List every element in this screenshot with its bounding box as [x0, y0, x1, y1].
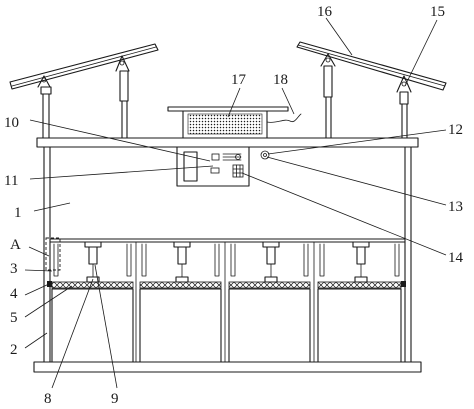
callout-4: 4 [10, 286, 18, 302]
pivot-left-2 [119, 60, 125, 66]
rack-rail-1 [51, 281, 134, 289]
leader-line-3 [24, 269, 53, 272]
leader-line-5 [24, 285, 73, 318]
base-plate [33, 361, 422, 373]
roof-unit [167, 106, 302, 139]
leader-line-9 [94, 264, 118, 389]
post-right-2-lower [401, 103, 408, 139]
compartment-1 [51, 288, 134, 363]
solar-panel-left-edge [11, 46, 157, 87]
callout-16: 18 [273, 72, 288, 88]
leader-line-12 [267, 129, 447, 155]
cylinder-4 [352, 241, 370, 283]
side-hooks [53, 243, 400, 277]
callout-9: 9 [111, 391, 119, 407]
callout-a: A [10, 237, 21, 253]
callout-18: 16 [317, 4, 333, 20]
callout-13: 13 [448, 199, 463, 215]
solar-panel-right-edge [297, 44, 446, 87]
bracket-right-1 [320, 53, 336, 67]
callout-3: 3 [10, 261, 18, 277]
knob-icon [235, 154, 241, 160]
leader-lines [24, 17, 447, 389]
post-left-1-cap [40, 86, 52, 95]
roof-unit-cap [167, 106, 289, 112]
grid-module [232, 164, 244, 178]
panel-door [183, 151, 198, 182]
bracket-left-1 [37, 75, 51, 88]
post-right-1-lower [325, 96, 332, 139]
bracket-left-2 [115, 55, 130, 72]
button-12-icon [260, 150, 270, 160]
rack-rail-4 [317, 281, 402, 289]
cylinder-2 [173, 241, 191, 283]
compartments [45, 237, 406, 363]
detail-a-box [45, 237, 61, 271]
control-panel [176, 146, 270, 187]
solar-panel-right [296, 41, 447, 91]
solar-array-right [296, 41, 447, 139]
leader-line-16 [281, 87, 295, 115]
leader-line-2 [24, 332, 48, 349]
leader-line-1 [33, 202, 71, 212]
leader-line-a [28, 246, 50, 257]
button-12-core [263, 153, 267, 157]
compartment-2 [139, 288, 222, 363]
callout-14: 14 [448, 250, 464, 266]
callout-2: 2 [10, 342, 18, 358]
pivot-right-1 [325, 57, 331, 63]
rail-connector-right [401, 281, 406, 287]
cylinder-3 [262, 241, 280, 283]
roof-unit-body [182, 110, 268, 139]
grid-module-lines [232, 164, 244, 178]
callout-8: 8 [44, 391, 52, 407]
rack-rail-3 [228, 281, 311, 289]
cylinder-1 [84, 241, 102, 283]
callout-labels: 10 11 1 A 3 4 5 2 8 9 17 18 16 15 12 13 … [4, 4, 464, 407]
post-left-2-upper [119, 70, 129, 102]
leader-line-15 [227, 87, 241, 118]
post-right-1-upper [323, 65, 333, 98]
pivot-left-1 [41, 77, 47, 83]
post-right-2-upper [399, 91, 409, 105]
roof-unit-grille [187, 113, 263, 135]
callout-11: 11 [4, 173, 18, 189]
compartment-3 [228, 288, 311, 363]
rail-connector-left [47, 281, 52, 287]
indicator-light [211, 153, 220, 161]
post-left-1 [42, 92, 50, 139]
post-left-2-lower [121, 100, 128, 139]
rack-rail-2 [139, 281, 222, 289]
top-plate [36, 137, 419, 148]
leader-line-14 [241, 172, 447, 256]
cable-16 [266, 113, 302, 123]
leader-line-13 [266, 156, 447, 206]
bracket-right-2 [396, 75, 412, 93]
callout-5: 5 [10, 310, 18, 326]
compartment-4 [317, 288, 402, 363]
callout-1: 1 [14, 205, 22, 221]
callout-17: 15 [430, 4, 445, 20]
leader-line-4 [24, 283, 50, 296]
controller-chip [210, 167, 220, 174]
leader-line-8 [51, 278, 94, 389]
solar-array-left [9, 43, 159, 139]
control-box [176, 146, 250, 187]
leader-line-11 [29, 165, 214, 180]
callout-10: 10 [4, 115, 19, 131]
leader-line-18 [325, 17, 353, 56]
leader-line-17 [404, 19, 438, 87]
leader-line-10 [29, 119, 211, 162]
callout-12: 12 [448, 122, 463, 138]
callout-15: 17 [231, 72, 247, 88]
